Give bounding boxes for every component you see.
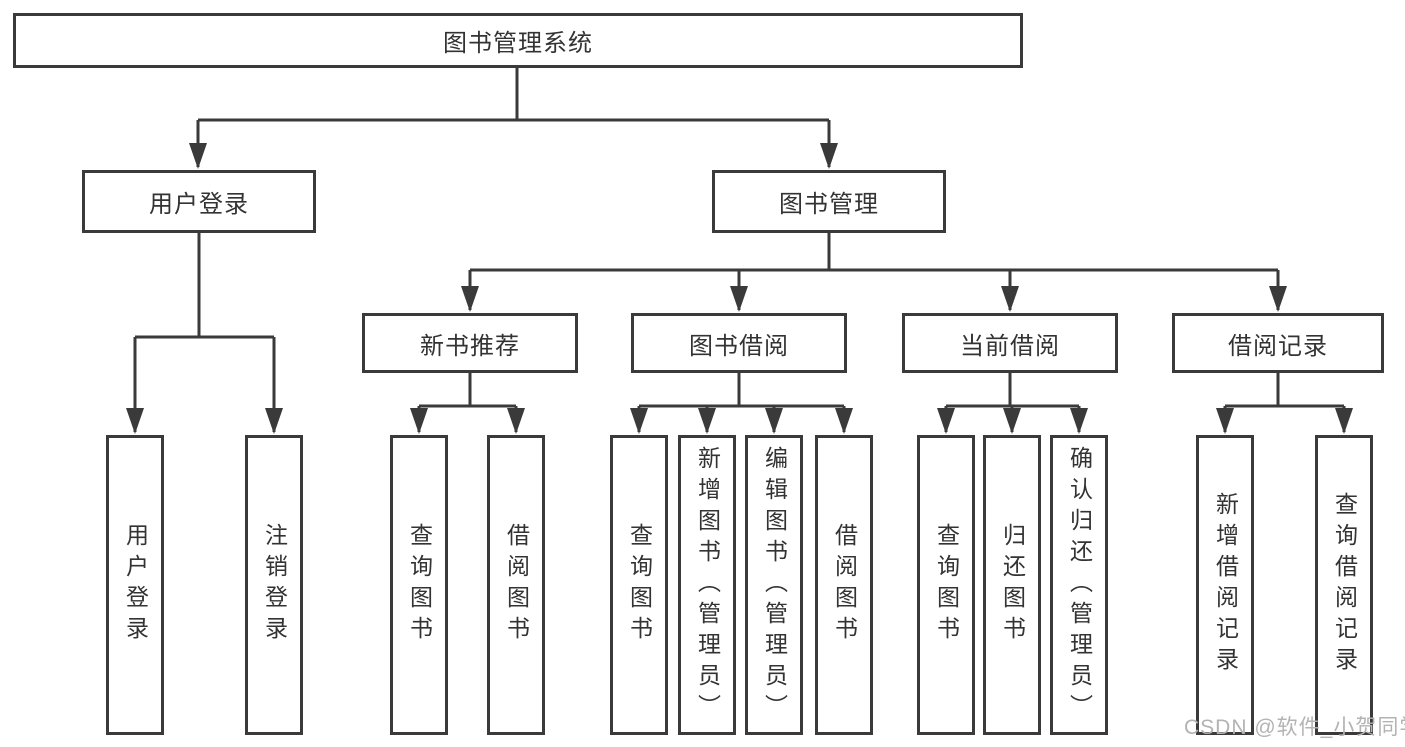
node-leaf-user-login: 用户登录 xyxy=(106,435,164,735)
node-leaf-edit-book-admin: 编辑图书（管理员） xyxy=(745,435,803,735)
connector-root-skeleton xyxy=(198,66,829,122)
node-leaf-query-books-2: 查询图书 xyxy=(610,435,668,735)
connector-records-skeleton xyxy=(1225,371,1344,408)
node-leaf-borrow-books-1: 借阅图书 xyxy=(487,435,545,735)
node-leaf-confirm-return-admin: 确认归还（管理员） xyxy=(1050,435,1108,735)
connector-currentborrow-skeleton xyxy=(946,371,1079,408)
connector-bookborrow-skeleton xyxy=(639,371,844,408)
node-leaf-query-books-3: 查询图书 xyxy=(917,435,975,735)
connector-userlogin-skeleton xyxy=(135,231,274,339)
node-root: 图书管理系统 xyxy=(13,13,1023,68)
node-current-borrowing: 当前借阅 xyxy=(902,313,1118,373)
node-book-borrowing: 图书借阅 xyxy=(631,313,847,373)
node-leaf-borrow-books-2: 借阅图书 xyxy=(815,435,873,735)
node-user-login: 用户登录 xyxy=(82,170,316,233)
node-leaf-add-book-admin: 新增图书（管理员） xyxy=(678,435,736,735)
node-leaf-query-borrow-record: 查询借阅记录 xyxy=(1315,435,1373,735)
connector-bookmgmt-skeleton xyxy=(470,231,1278,272)
node-borrowing-records: 借阅记录 xyxy=(1172,313,1384,373)
node-leaf-query-books-1: 查询图书 xyxy=(390,435,448,735)
connector-newbooks-skeleton xyxy=(419,371,516,408)
csdn-watermark: CSDN @软件_小贺同学 xyxy=(1184,716,1405,739)
node-leaf-return-books: 归还图书 xyxy=(983,435,1041,735)
node-book-management: 图书管理 xyxy=(712,170,946,233)
node-new-book-recommend: 新书推荐 xyxy=(362,313,578,373)
node-leaf-logout: 注销登录 xyxy=(245,435,303,735)
node-leaf-add-borrow-record: 新增借阅记录 xyxy=(1196,435,1254,735)
